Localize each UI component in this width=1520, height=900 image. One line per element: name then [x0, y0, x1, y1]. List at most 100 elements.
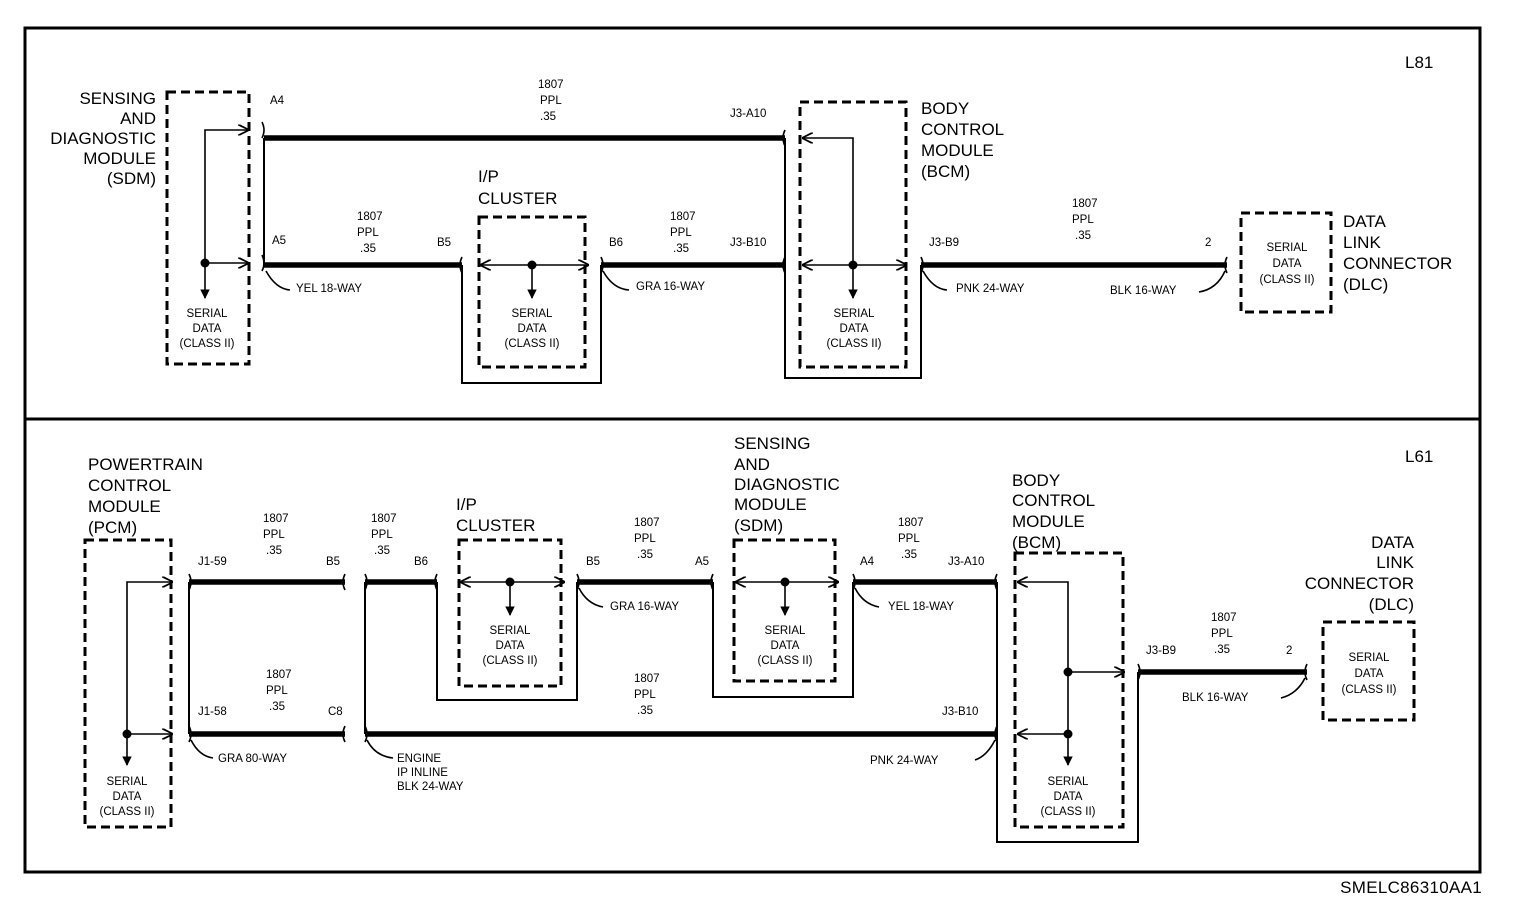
bcm-name: MODULE	[1012, 512, 1085, 531]
serial-data-label: SERIAL	[1349, 652, 1391, 664]
serial-data-label: DATA	[496, 640, 525, 652]
sdm-name: DIAGNOSTIC	[734, 475, 840, 494]
bottom-dlc: DATA LINK CONNECTOR (DLC) SERIAL DATA (C…	[1305, 533, 1416, 722]
bcm-name: CONTROL	[1012, 491, 1095, 510]
wire-color: PPL	[371, 529, 393, 541]
top-sdm-name: SENSING	[79, 89, 156, 108]
wire-circuit: 1807	[670, 211, 696, 223]
variant-label-top: L81	[1405, 53, 1433, 72]
top-sdm-box	[165, 90, 251, 366]
connector-label: ENGINE	[397, 753, 441, 765]
wire-color: PPL	[540, 95, 562, 107]
top-sdm-name: AND	[120, 109, 156, 128]
wire-size: .35	[266, 545, 282, 557]
pin-label: 2	[1205, 237, 1211, 249]
serial-data-label: DATA	[113, 791, 142, 803]
sdm-name: MODULE	[734, 495, 807, 514]
pin-label: J3-A10	[730, 108, 766, 120]
bcm-name: (BCM)	[1012, 533, 1061, 552]
outer-frame	[23, 26, 1482, 874]
sdm-name: (SDM)	[734, 516, 783, 535]
serial-data-label: (CLASS II)	[1342, 684, 1397, 696]
serial-data-label: SERIAL	[512, 308, 554, 320]
serial-data-label: DATA	[1273, 258, 1302, 270]
serial-data-label: SERIAL	[107, 776, 149, 788]
connector-label: BLK 24-WAY	[397, 781, 464, 793]
pin-label: B5	[326, 556, 340, 568]
wire-circuit: 1807	[357, 211, 383, 223]
wire-size: .35	[673, 243, 689, 255]
serial-data-label: (CLASS II)	[758, 655, 813, 667]
cluster-name: I/P	[456, 495, 477, 514]
bottom-cluster-module: I/P CLUSTER SERIAL DATA (CLASS II)	[456, 495, 564, 688]
pin-label: A4	[270, 95, 285, 107]
serial-data-label: (CLASS II)	[1260, 274, 1315, 286]
top-cluster-module: I/P CLUSTER SERIAL DATA (CLASS II)	[477, 167, 588, 369]
pin-label: 2	[1286, 645, 1292, 657]
serial-data-label: (CLASS II)	[1041, 806, 1096, 818]
pcm-name: CONTROL	[88, 476, 171, 495]
bottom-panel: L61 POWERTRAIN CONTROL MODULE (PCM) SERI…	[83, 434, 1433, 843]
serial-data-label: (CLASS II)	[100, 806, 155, 818]
wire-circuit: 1807	[898, 517, 924, 529]
pcm-name: POWERTRAIN	[88, 455, 203, 474]
serial-data-label: DATA	[1054, 791, 1083, 803]
pcm-name: (PCM)	[88, 518, 137, 537]
cluster-name: CLUSTER	[456, 516, 535, 535]
wire-size: .35	[374, 545, 390, 557]
pin-label: A5	[272, 235, 286, 247]
pin-label: B5	[586, 556, 600, 568]
dlc-name: (DLC)	[1369, 595, 1414, 614]
wire-circuit: 1807	[266, 669, 292, 681]
wire-circuit: 1807	[538, 79, 564, 91]
serial-data-label: DATA	[1355, 668, 1384, 680]
pin-label: A5	[695, 556, 709, 568]
dlc-name: DATA	[1371, 533, 1414, 552]
figure-code: SMELC86310AA1	[1340, 878, 1482, 897]
connector-label: IP INLINE	[397, 767, 448, 779]
connector-label: GRA 80-WAY	[218, 753, 287, 765]
wire-size: .35	[637, 705, 653, 717]
wire-size: .35	[269, 701, 285, 713]
pcm-name: MODULE	[88, 497, 161, 516]
connector-label: YEL 18-WAY	[888, 601, 954, 613]
connector-label: PNK 24-WAY	[870, 755, 939, 767]
wire-size: .35	[637, 549, 653, 561]
pin-label: B6	[414, 556, 428, 568]
pin-label: J3-B10	[730, 237, 766, 249]
connector-label: YEL 18-WAY	[296, 283, 362, 295]
bottom-bcm-module: BODY CONTROL MODULE (BCM) SERIAL DATA (C…	[1012, 471, 1124, 829]
pin-label: J3-B10	[942, 706, 978, 718]
top-sdm-name: MODULE	[83, 149, 156, 168]
serial-data-label: (CLASS II)	[827, 338, 882, 350]
bcm-name: BODY	[921, 99, 969, 118]
wire-circuit: 1807	[263, 513, 289, 525]
pin-label: J3-B9	[1146, 645, 1176, 657]
serial-data-label: SERIAL	[490, 625, 532, 637]
cluster-name: CLUSTER	[478, 189, 557, 208]
connector-label: BLK 16-WAY	[1182, 692, 1249, 704]
wire-color: PPL	[1072, 214, 1094, 226]
connector-label: GRA 16-WAY	[610, 601, 679, 613]
connector-label: GRA 16-WAY	[636, 281, 705, 293]
serial-data-label: (CLASS II)	[483, 655, 538, 667]
dlc-name: CONNECTOR	[1343, 254, 1452, 273]
connector-label: BLK 16-WAY	[1110, 285, 1177, 297]
pin-label: J1-59	[198, 556, 227, 568]
serial-data-label: DATA	[518, 323, 547, 335]
wire-color: PPL	[266, 685, 288, 697]
dlc-name: CONNECTOR	[1305, 574, 1414, 593]
dlc-name: LINK	[1343, 233, 1381, 252]
cluster-name: I/P	[478, 167, 499, 186]
top-sdm-name: DIAGNOSTIC	[50, 129, 156, 148]
sdm-name: SENSING	[734, 434, 811, 453]
wire-circuit: 1807	[371, 513, 397, 525]
sdm-name: AND	[734, 455, 770, 474]
wire-color: PPL	[1211, 628, 1233, 640]
wire-color: PPL	[634, 533, 656, 545]
pin-label: J3-B9	[929, 237, 959, 249]
dlc-name: LINK	[1376, 553, 1414, 572]
wire-size: .35	[901, 549, 917, 561]
bcm-name: MODULE	[921, 141, 994, 160]
